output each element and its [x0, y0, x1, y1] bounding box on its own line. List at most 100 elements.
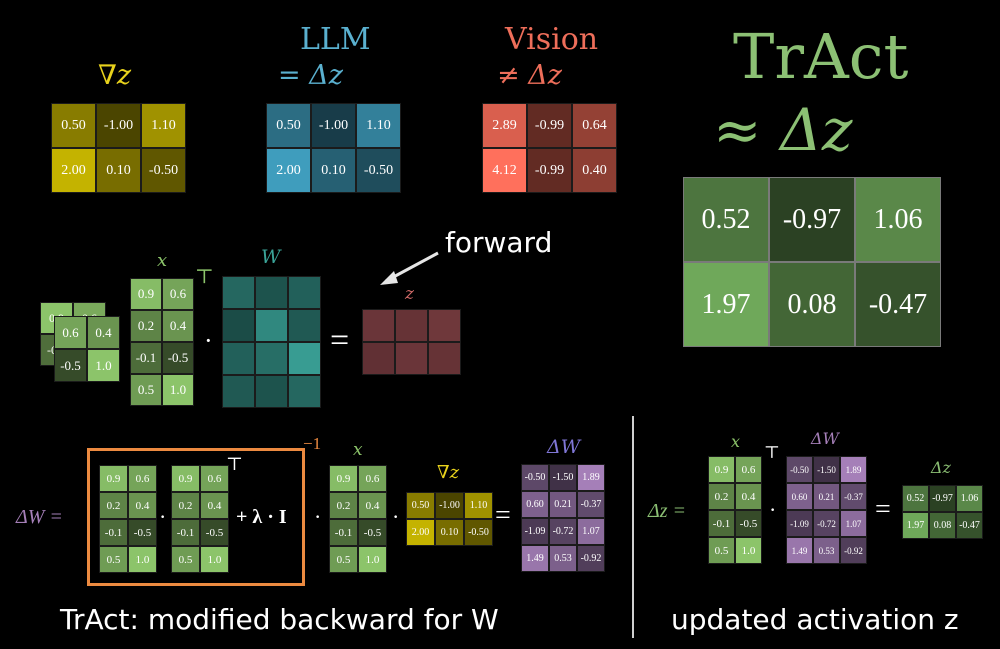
matrix-cell — [395, 309, 428, 342]
matrix-cell: 1.49 — [786, 537, 813, 564]
matrix-cell — [288, 276, 321, 309]
matrix-cell: -0.72 — [813, 510, 840, 537]
matrix-cell — [222, 375, 255, 408]
matrix-cell: -0.99 — [527, 103, 572, 148]
matrix-cell: 0.2 — [708, 483, 735, 510]
section-divider — [632, 416, 634, 638]
z-matrix — [362, 309, 461, 375]
matrix-cell: -0.1 — [130, 342, 162, 374]
equals-operator-forward: = — [330, 322, 350, 359]
matrix-cell — [255, 276, 288, 309]
x-label-update: x — [731, 432, 741, 451]
matrix-cell — [288, 342, 321, 375]
matrix-cell: 0.10 — [435, 519, 464, 546]
matrix-cell: 1.10 — [141, 103, 186, 148]
matrix-cell: 1.0 — [87, 349, 120, 382]
matrix-cell: -1.50 — [813, 456, 840, 483]
w-matrix — [222, 276, 321, 408]
vision-delta-z-label: ≠ Δz — [497, 60, 562, 91]
matrix-cell: 2.00 — [51, 148, 96, 193]
matrix-cell: 0.52 — [683, 177, 769, 262]
llm-delta-z-label: = Δz — [278, 60, 343, 91]
matrix-cell: 0.10 — [311, 148, 356, 193]
matrix-cell: 0.2 — [99, 492, 128, 519]
dot-operator-backward-2: · — [314, 504, 322, 529]
matrix-cell: -0.50 — [786, 456, 813, 483]
matrix-cell — [222, 276, 255, 309]
llm-title: LLM — [300, 22, 371, 57]
matrix-cell: 0.6 — [735, 456, 762, 483]
plus-lambda-identity: + λ · I — [236, 506, 287, 528]
matrix-cell: 0.10 — [96, 148, 141, 193]
matrix-cell: -1.09 — [521, 518, 549, 545]
matrix-cell: 0.21 — [813, 483, 840, 510]
matrix-cell: 0.5 — [171, 546, 200, 573]
matrix-cell: -0.72 — [549, 518, 577, 545]
matrix-cell: 0.53 — [813, 537, 840, 564]
z-label: z — [405, 284, 414, 304]
matrix-cell: 1.0 — [200, 546, 229, 573]
matrix-cell: -0.50 — [521, 464, 549, 491]
grad-z-label-backward: ∇z — [437, 462, 460, 483]
matrix-cell: -0.47 — [855, 262, 941, 347]
matrix-cell: 0.60 — [786, 483, 813, 510]
matrix-cell: 0.50 — [51, 103, 96, 148]
matrix-cell: 0.9 — [329, 465, 358, 492]
backward-caption: TrAct: modified backward for W — [60, 603, 499, 636]
equals-operator-update: = — [875, 494, 891, 525]
matrix-cell: 0.6 — [358, 465, 387, 492]
matrix-cell: 0.5 — [329, 546, 358, 573]
matrix-cell: 0.4 — [735, 483, 762, 510]
inverse-bracket-box — [87, 448, 305, 586]
matrix-cell — [362, 309, 395, 342]
matrix-cell: 1.0 — [128, 546, 157, 573]
matrix-cell: -0.37 — [840, 483, 867, 510]
forward-label: forward — [445, 226, 553, 259]
matrix-cell: 1.0 — [735, 537, 762, 564]
delta-w-label-update: ΔW — [811, 429, 839, 448]
delta-z-label-update: Δz — [931, 458, 951, 477]
transpose-symbol-update: ⊤ — [764, 443, 780, 462]
matrix-cell: -1.00 — [435, 492, 464, 519]
matrix-cell — [222, 342, 255, 375]
matrix-cell: -0.5 — [162, 342, 194, 374]
matrix-cell: 0.08 — [929, 512, 956, 539]
matrix-cell: -0.5 — [54, 349, 87, 382]
matrix-cell: 0.60 — [521, 491, 549, 518]
matrix-cell: 1.07 — [577, 518, 605, 545]
matrix-cell: -0.50 — [464, 519, 493, 546]
matrix-cell: 1.89 — [577, 464, 605, 491]
matrix-cell: 1.89 — [840, 456, 867, 483]
matrix-cell: -0.1 — [708, 510, 735, 537]
tract-title: TrAct — [733, 20, 909, 93]
matrix-cell: 1.06 — [855, 177, 941, 262]
matrix-cell: 1.10 — [464, 492, 493, 519]
dot-operator-backward-3: · — [392, 504, 400, 529]
matrix-cell: 0.52 — [902, 485, 929, 512]
matrix-cell: -0.1 — [99, 519, 128, 546]
matrix-cell: 2.00 — [406, 519, 435, 546]
matrix-cell: 0.2 — [329, 492, 358, 519]
matrix-cell: 1.97 — [683, 262, 769, 347]
matrix-cell: -1.00 — [96, 103, 141, 148]
grad-z-label: ∇z — [98, 60, 132, 91]
matrix-cell: 0.21 — [549, 491, 577, 518]
matrix-cell: -0.50 — [141, 148, 186, 193]
dot-operator-update: · — [769, 497, 777, 522]
matrix-cell: 0.6 — [54, 316, 87, 349]
matrix-cell: 0.08 — [769, 262, 855, 347]
matrix-cell: -0.5 — [358, 519, 387, 546]
transpose-symbol-forward: ⊤ — [195, 266, 214, 288]
dot-operator-forward: · — [204, 326, 213, 355]
matrix-cell: 0.2 — [171, 492, 200, 519]
matrix-cell: 0.40 — [572, 148, 617, 193]
